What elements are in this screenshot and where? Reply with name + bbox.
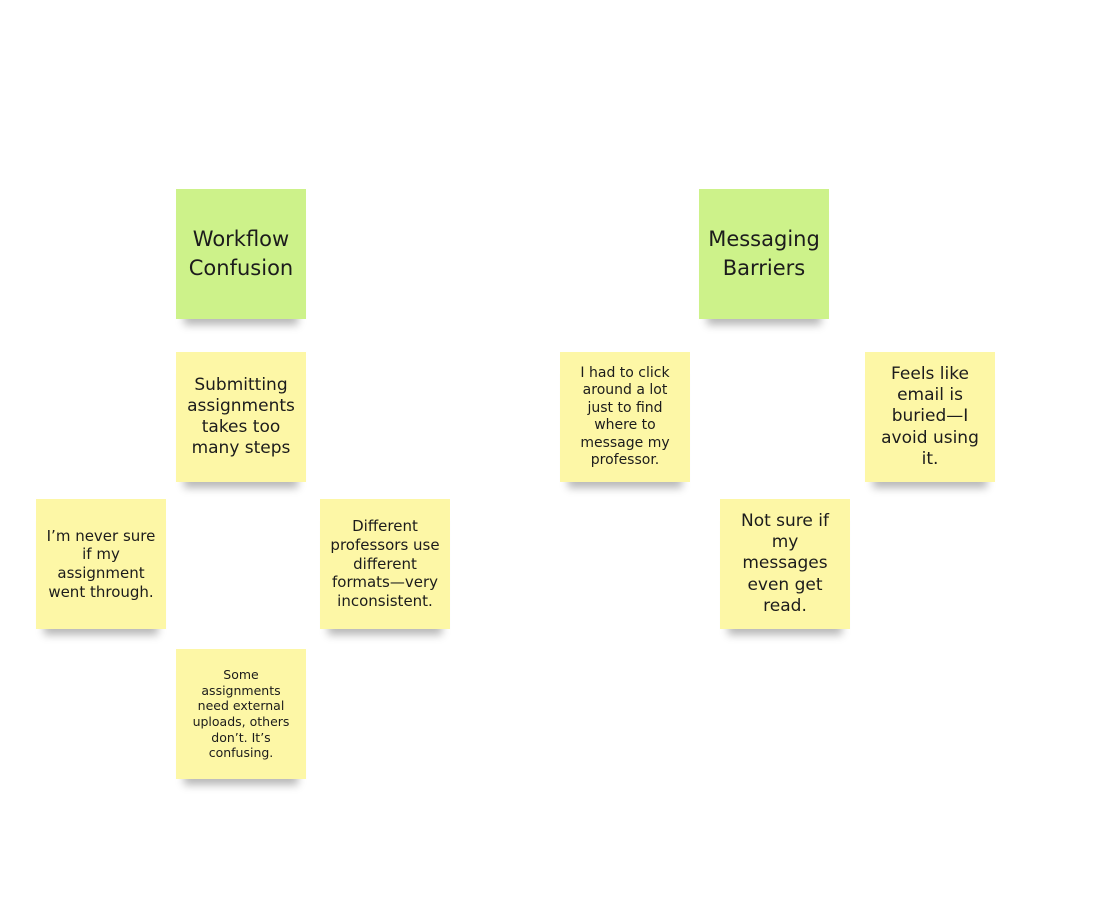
sticky-note-text: Not sure if my messages even get read. <box>740 510 829 616</box>
sticky-note-click-around[interactable]: I had to click around a lot just to find… <box>560 352 690 482</box>
sticky-note-text: Feels like email is buried—I avoid using… <box>881 363 979 469</box>
header-note-messaging-barriers[interactable]: Messaging Barriers <box>699 189 829 319</box>
sticky-note-text: Different professors use different forma… <box>330 517 440 611</box>
sticky-note-text: I’m never sure if my assignment went thr… <box>46 526 156 601</box>
sticky-note-text: I had to click around a lot just to find… <box>580 364 670 469</box>
sticky-note-external-uploads[interactable]: Some assignments need external uploads, … <box>176 649 306 779</box>
sticky-note-never-sure[interactable]: I’m never sure if my assignment went thr… <box>36 499 166 629</box>
sticky-note-messages-read[interactable]: Not sure if my messages even get read. <box>720 499 850 629</box>
sticky-note-different-formats[interactable]: Different professors use different forma… <box>320 499 450 629</box>
sticky-note-text: Submitting assignments takes too many st… <box>187 374 295 459</box>
sticky-note-submitting-steps[interactable]: Submitting assignments takes too many st… <box>176 352 306 482</box>
sticky-note-text: Some assignments need external uploads, … <box>192 667 290 761</box>
header-note-label: Messaging Barriers <box>708 226 820 280</box>
header-note-label: Workflow Confusion <box>188 226 294 280</box>
header-note-workflow-confusion[interactable]: Workflow Confusion <box>176 189 306 319</box>
sticky-note-email-buried[interactable]: Feels like email is buried—I avoid using… <box>865 352 995 482</box>
